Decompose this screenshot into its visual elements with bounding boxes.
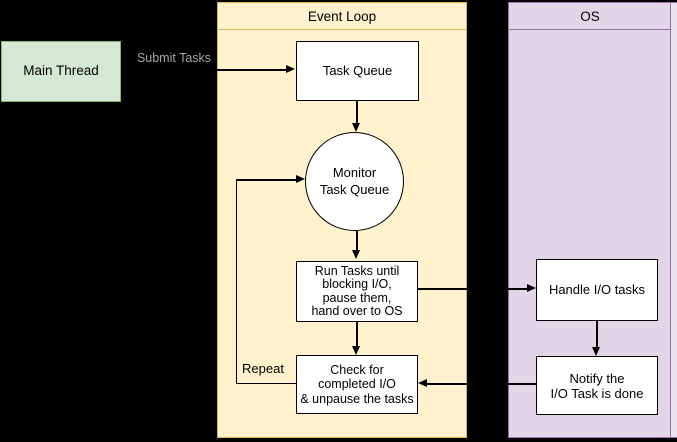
edge-submit-tasks-line: [121, 69, 286, 71]
run-tasks-line4: hand over to OS: [311, 304, 403, 318]
os-panel-right-border: [669, 2, 671, 438]
os-panel-edge-strip: [671, 3, 677, 437]
edge-submit-tasks-arrowhead: [286, 65, 295, 74]
edge-monitor-to-runtasks-line: [356, 231, 358, 250]
handle-io-label: Handle I/O tasks: [548, 281, 646, 297]
submit-tasks-label: Submit Tasks: [136, 51, 212, 65]
event-loop-title: Event Loop: [218, 3, 466, 30]
monitor-label-line2: Task Queue: [319, 181, 390, 197]
check-line3: & unpause the tasks: [300, 391, 414, 406]
edge-repeat-arrowhead: [296, 175, 305, 184]
node-notify-io-done: Notify the I/O Task is done: [536, 356, 658, 415]
monitor-label-line1: Monitor: [332, 165, 377, 180]
run-tasks-line2: blocking I/O,: [322, 277, 392, 291]
edge-taskqueue-to-monitor-line: [356, 101, 358, 123]
notify-line2: I/O Task is done: [550, 385, 644, 401]
edge-repeat-vertical-line: [235, 179, 237, 384]
edge-handleio-to-notify-arrowhead: [592, 347, 600, 356]
run-tasks-line1: Run Tasks until: [314, 263, 400, 278]
repeat-label: Repeat: [242, 361, 284, 376]
main-thread-label: Main Thread: [23, 63, 99, 79]
edge-runtasks-to-handleio-arrowhead: [527, 284, 536, 293]
edge-handleio-to-notify-line: [596, 321, 598, 347]
node-monitor-task-queue: Monitor Task Queue: [305, 132, 404, 231]
edge-runtasks-to-check-arrowhead: [352, 346, 360, 355]
edge-notify-to-check-line: [427, 383, 536, 385]
run-tasks-line3: pause them,: [322, 290, 392, 305]
node-run-tasks: Run Tasks until blocking I/O, pause them…: [296, 261, 418, 322]
node-check-completed: Check for completed I/O & unpause the ta…: [296, 355, 418, 414]
edge-monitor-to-runtasks-arrowhead: [352, 250, 360, 259]
check-line2: completed I/O: [318, 377, 396, 392]
check-line1: Check for: [330, 362, 384, 377]
edge-runtasks-to-check-line: [356, 322, 358, 346]
edge-repeat-top-line: [236, 179, 296, 181]
node-handle-io-tasks: Handle I/O tasks: [536, 259, 658, 321]
edge-taskqueue-to-monitor-arrowhead: [352, 123, 360, 132]
node-main-thread: Main Thread: [1, 41, 121, 102]
node-task-queue: Task Queue: [296, 41, 419, 101]
os-title: OS: [509, 3, 671, 30]
edge-runtasks-to-handleio-line: [418, 288, 527, 290]
task-queue-label: Task Queue: [322, 62, 393, 78]
notify-line1: Notify the: [569, 370, 625, 386]
edge-repeat-bottom-line: [236, 382, 296, 384]
edge-notify-to-check-arrowhead: [418, 379, 427, 388]
